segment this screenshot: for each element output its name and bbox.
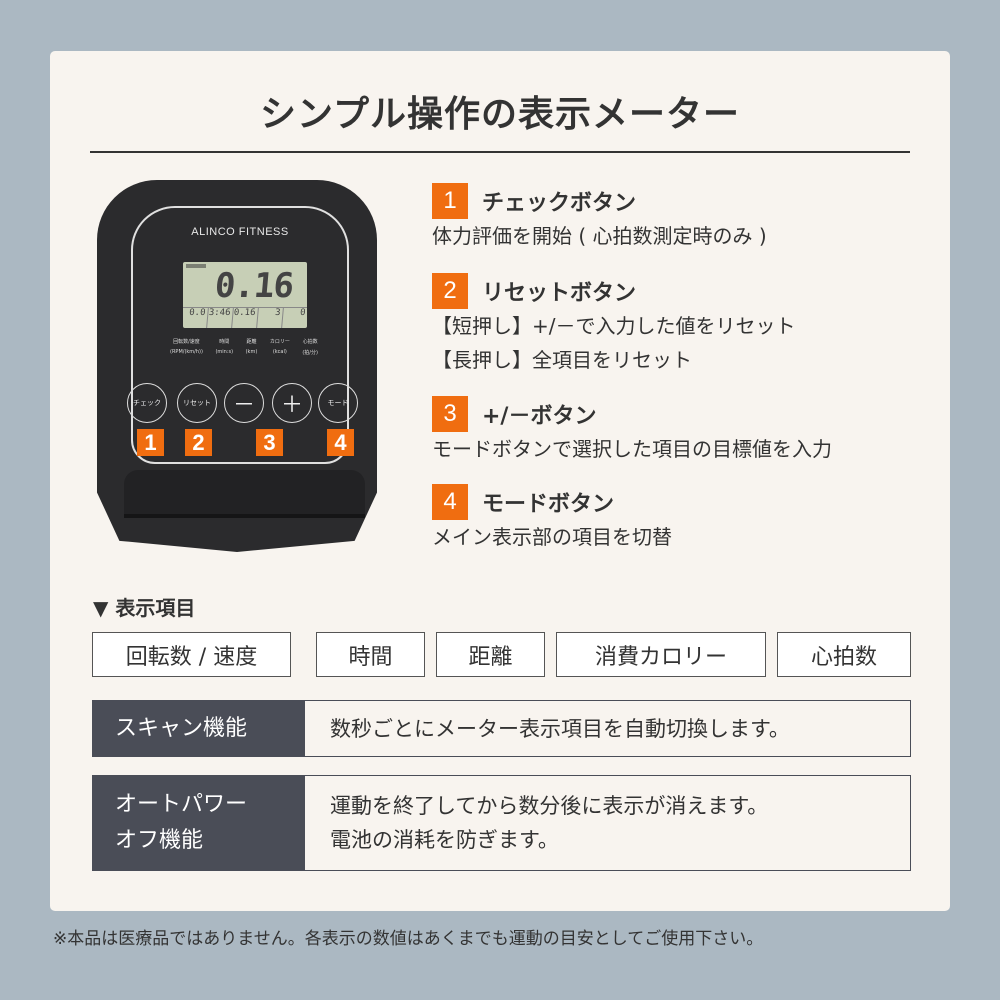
number-badge: 2: [432, 273, 468, 309]
lcd-speed-value: 0.0: [182, 308, 209, 328]
desc-text: メイン表示部の項目を切替: [432, 525, 672, 549]
meter-check-button: チェック: [127, 383, 167, 423]
desc-title: +/－ボタン: [482, 404, 597, 429]
desc-title: リセットボタン: [482, 281, 637, 306]
lcd-distance-value: 0.16: [232, 308, 259, 328]
page-title: シンプル操作の表示メーター: [260, 94, 740, 135]
lcd-mode-indicator: [186, 264, 206, 268]
display-items-heading: ▼ 表示項目: [93, 596, 196, 620]
display-items-list: 回転数 / 速度 時間 距離 消費カロリー 心拍数: [92, 632, 911, 677]
meter-panel-frame: [131, 206, 349, 464]
lcd-display: 0.16 0.0 3:46 0.16 3 0: [182, 262, 307, 328]
desc-text: モードボタンで選択した項目の目標値を入力: [432, 437, 832, 461]
lcd-main-value: 0.16: [213, 266, 295, 306]
number-badge: 3: [432, 396, 468, 432]
lcd-time-value: 3:46: [207, 308, 234, 328]
meter-tray: [124, 470, 365, 518]
lcd-pulse-value: 0: [299, 308, 306, 318]
desc-text: 【長押し】全項目をリセット: [432, 348, 692, 372]
desc-check-button: 1 チェックボタン 体力評価を開始 ( 心拍数測定時のみ ): [432, 183, 767, 253]
meter-reset-button: リセット: [177, 383, 217, 423]
meter-label-distance: 距離(km): [245, 339, 258, 355]
meter-plus-button: ＋: [272, 383, 312, 423]
meter-brand-logo: ALINCO FITNESS: [191, 226, 289, 238]
meter-badge-1: 1: [137, 429, 164, 456]
desc-reset-button: 2 リセットボタン 【短押し】+/－で入力した値をリセット 【長押し】全項目をリ…: [432, 273, 796, 377]
meter-field-labels: 回転数/速度(RPM/(km/h)) 時間(min:s) 距離(km) カロリー…: [170, 338, 318, 356]
display-item-chip: 心拍数: [777, 632, 911, 677]
desc-title: チェックボタン: [482, 191, 637, 216]
display-item-chip: 消費カロリー: [556, 632, 766, 677]
disclaimer-footnote: ※本品は医療品ではありません。各表示の数値はあくまでも運動の目安としてご使用下さ…: [53, 929, 764, 949]
meter-minus-button: －: [224, 383, 264, 423]
feature-label: オートパワー オフ機能: [93, 776, 305, 870]
feature-auto-power-off: オートパワー オフ機能 運動を終了してから数分後に表示が消えます。 電池の消耗を…: [92, 775, 911, 871]
desc-mode-button: 4 モードボタン メイン表示部の項目を切替: [432, 484, 672, 554]
display-item-chip: 回転数 / 速度: [92, 632, 291, 677]
meter-badge-3: 3: [256, 429, 283, 456]
meter-label-calorie: カロリー(kcal): [269, 339, 290, 355]
display-item-chip: 距離: [436, 632, 545, 677]
desc-plus-minus-button: 3 +/－ボタン モードボタンで選択した項目の目標値を入力: [432, 396, 832, 466]
number-badge: 1: [432, 183, 468, 219]
meter-badge-2: 2: [185, 429, 212, 456]
meter-badge-4: 4: [327, 429, 354, 456]
meter-mode-button: モード: [318, 383, 358, 423]
feature-text: 運動を終了してから数分後に表示が消えます。 電池の消耗を防ぎます。: [330, 794, 769, 852]
title-divider: [90, 151, 910, 153]
meter-label-pulse: 心拍数(拍/分): [302, 339, 318, 356]
feature-text: 数秒ごとにメーター表示項目を自動切換します。: [330, 716, 790, 741]
meter-label-speed: 回転数/速度(RPM/(km/h)): [170, 339, 203, 355]
lcd-sub-values: 0.0 3:46 0.16 3 0: [182, 307, 307, 328]
number-badge: 4: [432, 484, 468, 520]
feature-label: スキャン機能: [93, 701, 305, 756]
feature-scan: スキャン機能 数秒ごとにメーター表示項目を自動切換します。: [92, 700, 911, 757]
meter-label-time: 時間(min:s): [215, 339, 234, 355]
desc-title: モードボタン: [482, 492, 615, 517]
desc-text: 体力評価を開始 ( 心拍数測定時のみ ): [432, 224, 767, 248]
display-item-chip: 時間: [316, 632, 425, 677]
desc-text: 【短押し】+/－で入力した値をリセット: [432, 314, 796, 338]
lcd-calorie-value: 3: [257, 308, 284, 328]
